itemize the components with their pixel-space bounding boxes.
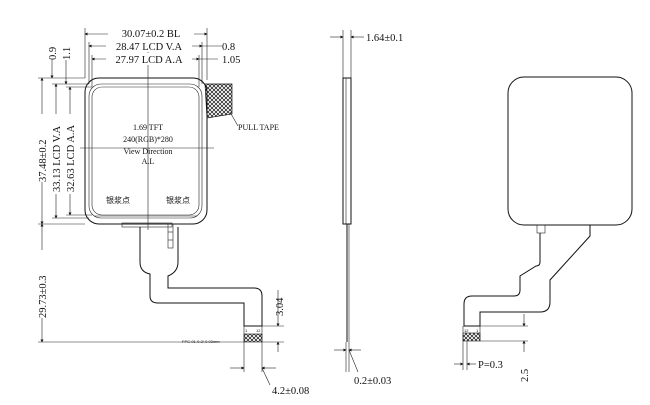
side-view: 1.64±0.1 0.2±0.03	[330, 30, 403, 387]
overall-height-dim: 37.48±0.2	[38, 139, 49, 182]
lcd-view-area	[88, 83, 203, 219]
pull-tape	[204, 83, 233, 119]
lcd-active-area	[91, 86, 200, 216]
fpc-tail-dim: 3.04	[275, 297, 286, 316]
top-dimensions: 30.07±0.2 BL 28.47 LCD V.A 0.8 27.97 LCD…	[84, 27, 240, 87]
lcd-aa-width-dim: 27.97 LCD A.A	[115, 55, 183, 66]
fpc-length-dim: 29.73±0.3	[38, 275, 49, 318]
fpc-cable	[139, 227, 263, 327]
back-fpc-cable	[463, 225, 591, 327]
fpc-dimensions: 3.04 4.2±0.08	[230, 290, 309, 397]
side-profile	[342, 77, 352, 225]
fpc-code-label: FPC-01-0.2/-0.03mm	[182, 339, 220, 344]
pin-12-label: 12	[256, 328, 261, 333]
bl-width-dim: 30.07±0.2 BL	[122, 29, 181, 40]
lcd-va-width-dim: 28.47 LCD V.A	[116, 42, 183, 53]
fpc-width-dim: 4.2±0.08	[272, 386, 309, 397]
stiffener-dim: 2.5	[520, 369, 531, 382]
va-right-offset-dim: 0.8	[222, 42, 235, 53]
left-dimensions: 0.9 1.1 37.48±0.2 33.13 LCD V.A 32.63 LC…	[36, 47, 244, 343]
pin-1-label: 1	[245, 328, 248, 333]
fpc-gold-fingers	[243, 333, 263, 343]
lcd-size-label: 1.69 TFT	[133, 123, 163, 132]
fpc-thickness-dim: 0.2±0.03	[354, 376, 391, 387]
silver-paste-mark-left: 银浆点	[106, 195, 130, 205]
back-view: 12 1 P=0.3 2.5	[454, 76, 633, 382]
thickness-dim: 1.64±0.1	[366, 33, 403, 44]
front-view: PULL TAPE 1.69 TFT 240(RGB)*280 View Dir…	[80, 40, 279, 344]
back-gold-fingers	[462, 332, 481, 342]
view-direction-label: View Direction	[123, 147, 172, 156]
back-outline	[507, 76, 633, 226]
lcd-aa-height-dim: 32.63 LCD A.A	[66, 124, 77, 192]
view-direction-value: A.L	[142, 157, 155, 166]
back-pin-12-label: 12	[464, 328, 469, 333]
lcd-resolution-label: 240(RGB)*280	[123, 135, 173, 144]
back-pin-1-label: 1	[476, 328, 479, 333]
silver-paste-mark-right: 银浆点	[166, 195, 190, 205]
top-offset-a-dim: 0.9	[48, 47, 59, 60]
lcd-va-height-dim: 33.13 LCD V.A	[52, 125, 63, 192]
pitch-dim: P=0.3	[478, 360, 503, 371]
module-outline	[84, 77, 208, 225]
aa-right-offset-dim: 1.05	[222, 55, 240, 66]
pull-tape-label: PULL TAPE	[238, 123, 279, 132]
top-offset-b-dim: 1.1	[62, 47, 73, 60]
